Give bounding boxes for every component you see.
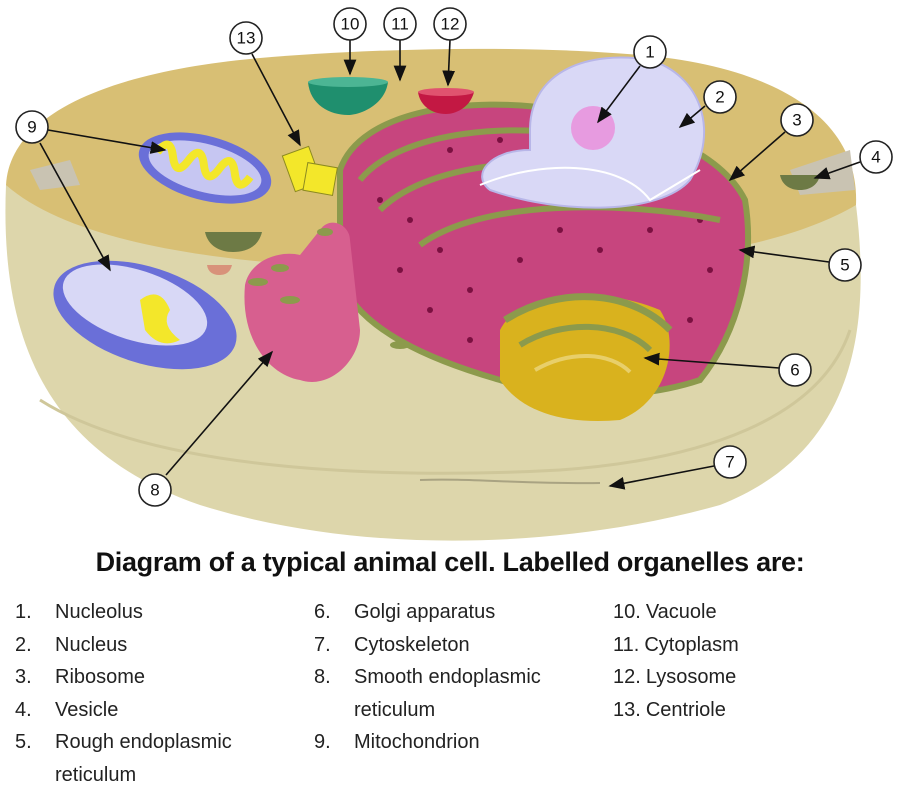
legend-number: 4. — [15, 694, 55, 727]
legend-label: Smooth endoplasmic — [354, 661, 541, 694]
diagram-caption: Diagram of a typical animal cell. Labell… — [0, 547, 900, 578]
legend-label: Vacuole — [646, 596, 717, 629]
animal-cell-diagram: 1 2 3 4 5 6 7 8 9 10 11 12 13 — [0, 0, 900, 545]
legend-label: Cytoplasm — [644, 629, 738, 662]
callout-number: 1 — [645, 43, 654, 62]
legend-column-1: 1.Nucleolus 2.Nucleus 3.Ribosome 4.Vesic… — [15, 596, 232, 791]
legend-label: Vesicle — [55, 694, 118, 727]
legend-number: 7. — [314, 629, 354, 662]
legend-number: 9. — [314, 726, 354, 759]
legend-label: Nucleolus — [55, 596, 143, 629]
legend-label: Rough endoplasmic — [55, 726, 232, 759]
legend-number: 1. — [15, 596, 55, 629]
callout-4: 4 — [860, 141, 892, 173]
legend-item: 9.Mitochondrion — [314, 726, 541, 759]
callout-number: 5 — [840, 256, 849, 275]
legend-item: 13.Centriole — [613, 694, 739, 727]
legend-number: 5. — [15, 726, 55, 759]
callout-number: 2 — [715, 88, 724, 107]
legend-number: 6. — [314, 596, 354, 629]
legend-label: Golgi apparatus — [354, 596, 495, 629]
legend-label: Cytoskeleton — [354, 629, 470, 662]
legend-label: Lysosome — [646, 661, 736, 694]
legend-label: Centriole — [646, 694, 726, 727]
legend-item: 4.Vesicle — [15, 694, 232, 727]
legend-label: reticulum — [354, 694, 435, 727]
callout-number: 6 — [790, 361, 799, 380]
callout-number: 13 — [237, 29, 256, 48]
legend-item-continued: reticulum — [15, 759, 232, 791]
callout-9: 9 — [16, 111, 48, 143]
callout-number: 10 — [341, 15, 360, 34]
legend-label: reticulum — [55, 759, 136, 791]
legend-number: 2. — [15, 629, 55, 662]
legend-label: Nucleus — [55, 629, 127, 662]
callout-number: 3 — [792, 111, 801, 130]
legend-item: 11.Cytoplasm — [613, 629, 739, 662]
callout-number: 11 — [391, 15, 409, 34]
legend-item: 5.Rough endoplasmic — [15, 726, 232, 759]
callout-3: 3 — [781, 104, 813, 136]
callout-13: 13 — [230, 22, 262, 54]
legend-item: 6.Golgi apparatus — [314, 596, 541, 629]
callout-number: 8 — [150, 481, 159, 500]
callout-11: 11 — [384, 8, 416, 40]
legend-number: 11. — [613, 629, 639, 662]
callout-1: 1 — [634, 36, 666, 68]
callout-5: 5 — [829, 249, 861, 281]
callout-7: 7 — [714, 446, 746, 478]
callout-2: 2 — [704, 81, 736, 113]
legend-number: 10. — [613, 596, 641, 629]
callout-number: 4 — [871, 148, 880, 167]
legend-item-continued: reticulum — [314, 694, 541, 727]
legend-item: 3.Ribosome — [15, 661, 232, 694]
callout-6: 6 — [779, 354, 811, 386]
legend-number: 3. — [15, 661, 55, 694]
legend-item: 2.Nucleus — [15, 629, 232, 662]
legend-column-2: 6.Golgi apparatus 7.Cytoskeleton 8.Smoot… — [314, 596, 541, 759]
legend-item: 1.Nucleolus — [15, 596, 232, 629]
callout-10: 10 — [334, 8, 366, 40]
legend-label: Ribosome — [55, 661, 145, 694]
legend-number: 13. — [613, 694, 641, 727]
legend-item: 10.Vacuole — [613, 596, 739, 629]
legend-number: 8. — [314, 661, 354, 694]
legend-item: 8.Smooth endoplasmic — [314, 661, 541, 694]
callout-number: 9 — [27, 118, 36, 137]
legend-item: 7.Cytoskeleton — [314, 629, 541, 662]
legend-number: 12. — [613, 661, 641, 694]
callout-12: 12 — [434, 8, 466, 40]
legend-item: 12.Lysosome — [613, 661, 739, 694]
legend-column-3: 10.Vacuole 11.Cytoplasm 12.Lysosome 13.C… — [613, 596, 739, 726]
legend-label: Mitochondrion — [354, 726, 480, 759]
callout-8: 8 — [139, 474, 171, 506]
callout-number: 7 — [725, 453, 734, 472]
callout-number: 12 — [441, 15, 460, 34]
nucleolus — [571, 106, 615, 150]
